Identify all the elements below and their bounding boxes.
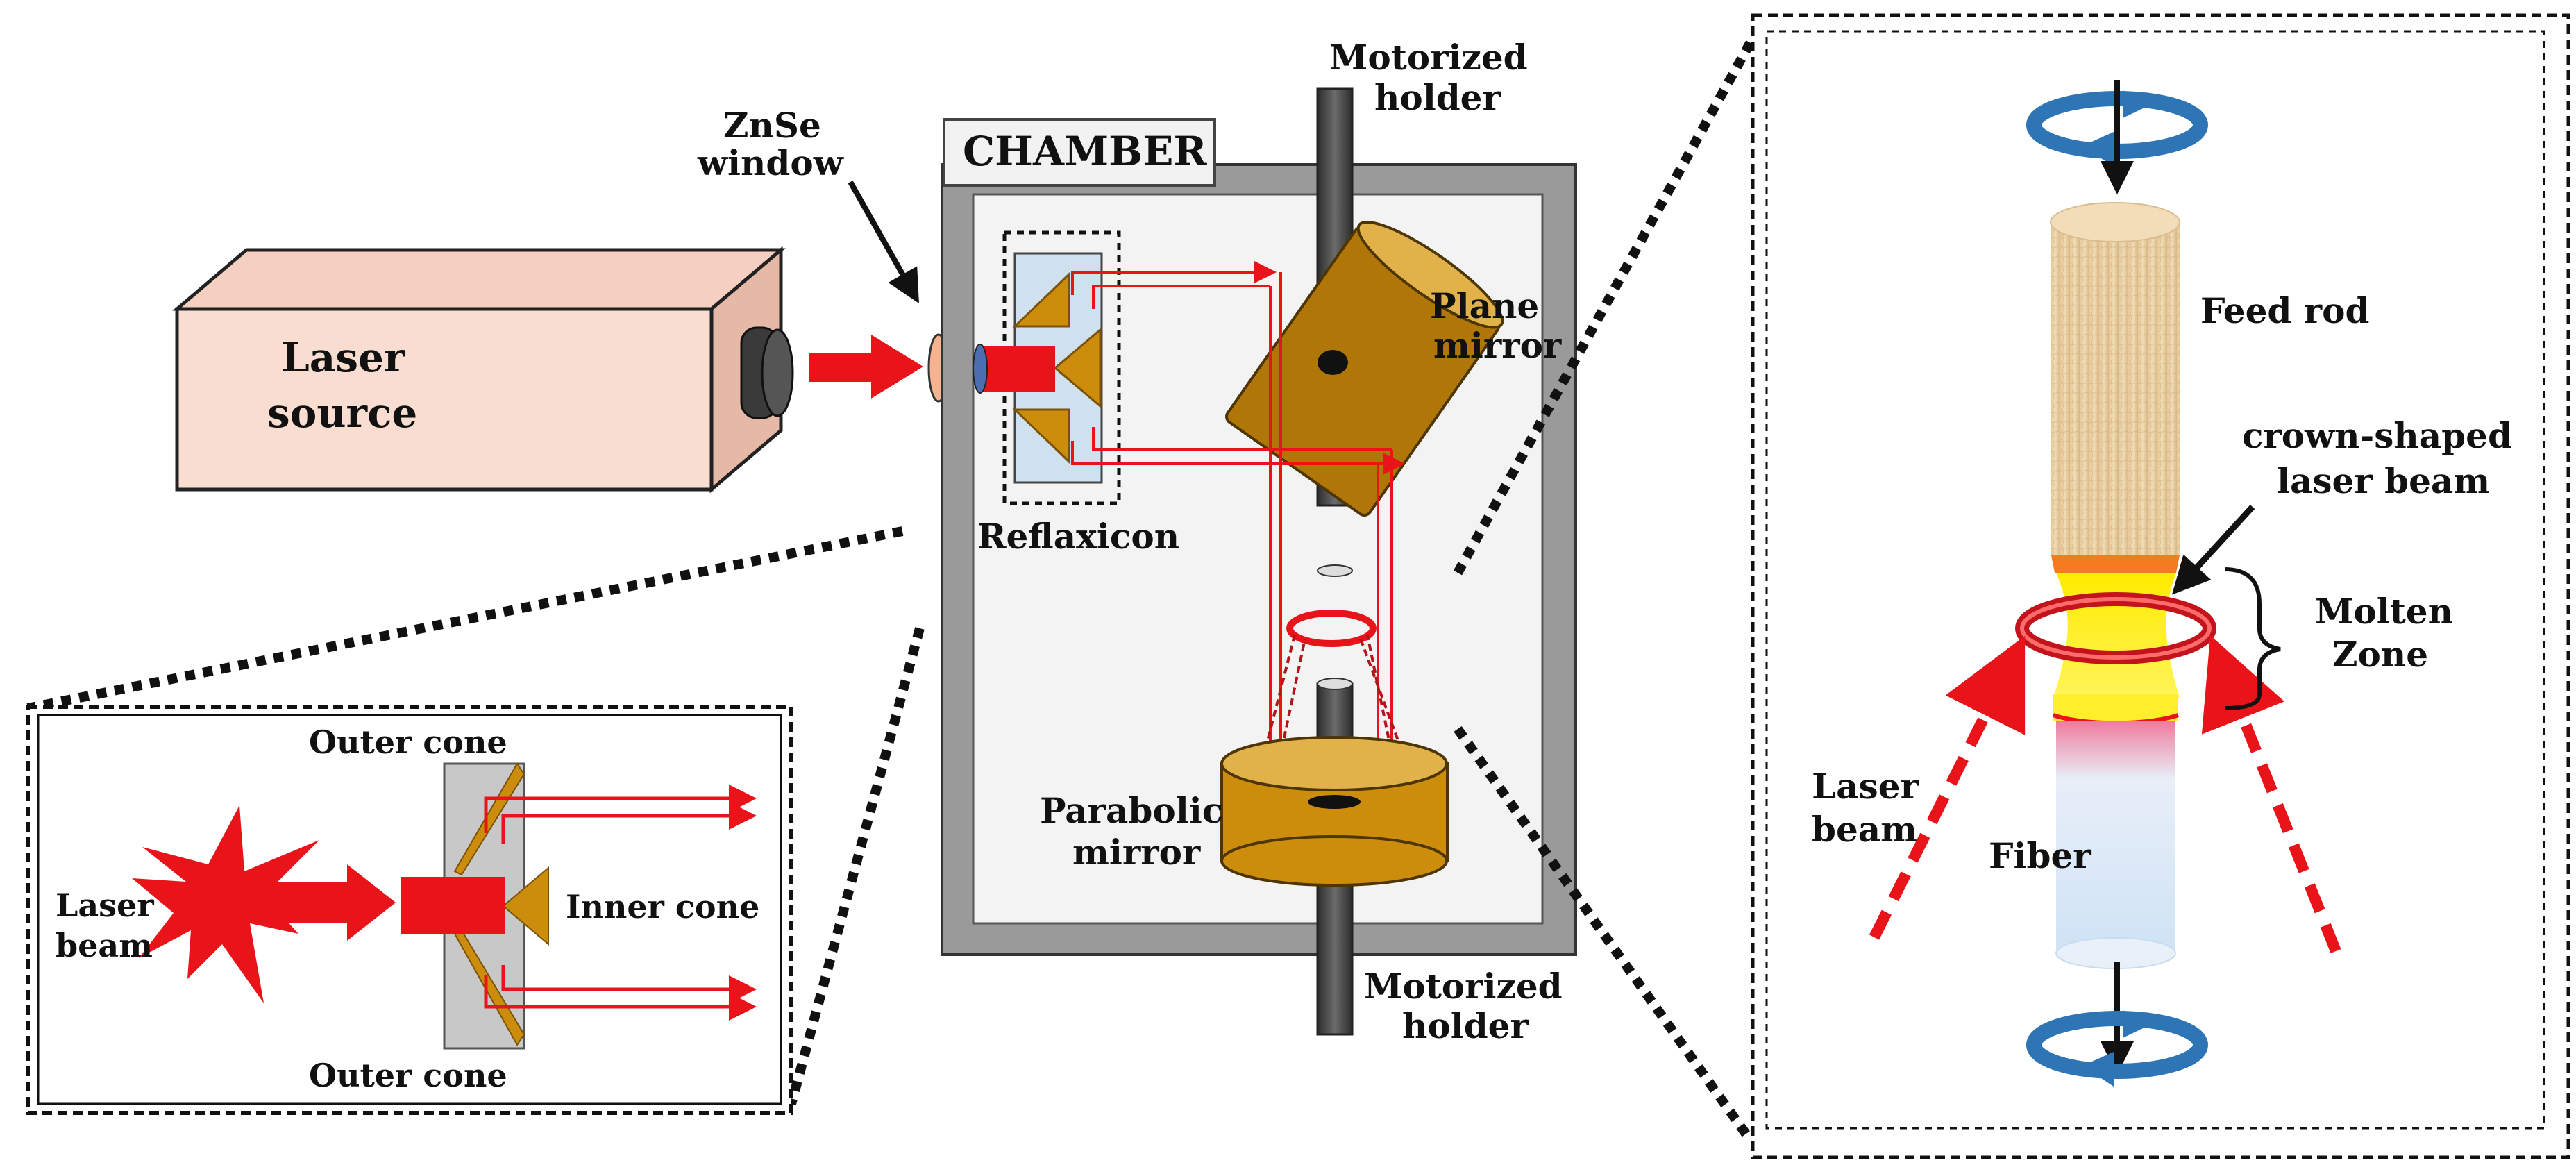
laser-beam-arrow (809, 335, 923, 399)
parabolic-label-1: Parabolic (1040, 790, 1223, 831)
rotation-bottom-icon (2026, 962, 2208, 1087)
feed-rod-label: Feed rod (2200, 290, 2369, 331)
motorized-top-label-1: Motorized (1329, 37, 1528, 78)
plane-mirror-label-1: Plane (1430, 285, 1539, 326)
crown-label-1: crown-shaped (2242, 415, 2512, 456)
parabolic-label-2: mirror (1072, 832, 1201, 873)
molten-label-2: Zone (2332, 634, 2428, 675)
zoom-lines (26, 35, 1758, 1142)
fiber-label: Fiber (1989, 835, 2091, 876)
molten-zone-brace (2224, 567, 2281, 710)
growth-zone-panel: Feed rod crown-shaped laser beam Molten … (1751, 13, 2570, 1159)
laser-source-box: Laser source (172, 246, 794, 494)
fiber (2055, 721, 2176, 969)
inset-laser-label-2: beam (56, 927, 153, 964)
crown-ring (2015, 592, 2216, 664)
feed-rod (2050, 202, 2180, 573)
inset-beam-arrow (264, 864, 396, 941)
plane-mirror-label-2: mirror (1433, 325, 1562, 366)
chamber-label: CHAMBER (963, 128, 1207, 175)
right-laser-label-2: beam (1812, 809, 1917, 850)
laser-source-label-1: Laser (281, 334, 406, 381)
molten-label-1: Molten (2315, 591, 2453, 632)
outer-cone-bottom-label: Outer cone (309, 1057, 507, 1094)
motorized-top-label-2: holder (1374, 77, 1501, 118)
right-laser-label-1: Laser (1812, 766, 1919, 807)
outer-cone-top-label: Outer cone (309, 723, 507, 761)
plane-mirror (1225, 220, 1504, 517)
focus-ring (1286, 610, 1377, 647)
znse-label-1: ZnSe (723, 105, 821, 146)
znse-label-2: window (697, 142, 845, 183)
parabolic-mirror (1220, 736, 1449, 887)
crown-label-2: laser beam (2277, 460, 2490, 501)
laser-aperture (740, 326, 794, 419)
reflaxicon-inset: Outer cone Outer cone Inner cone Laser b… (26, 705, 793, 1115)
crown-pointer-arrow (2171, 504, 2255, 595)
inner-cone-label: Inner cone (566, 888, 759, 925)
reflaxicon: Reflaxicon (973, 230, 1179, 557)
motorized-bottom-label-2: holder (1402, 1005, 1529, 1046)
molten-zone (2053, 573, 2180, 698)
reflaxicon-label: Reflaxicon (977, 516, 1179, 557)
laser-ray-paths (1071, 261, 1405, 773)
laser-burst-icon (132, 805, 319, 1003)
motorized-bottom-label-1: Motorized (1364, 966, 1563, 1007)
inset-laser-label-1: Laser (56, 887, 154, 924)
rotation-top-icon (2026, 80, 2208, 194)
laser-source-label-2: source (267, 389, 417, 437)
incoming-laser-beams (1869, 635, 2341, 953)
znse-pointer-arrow (848, 181, 919, 303)
